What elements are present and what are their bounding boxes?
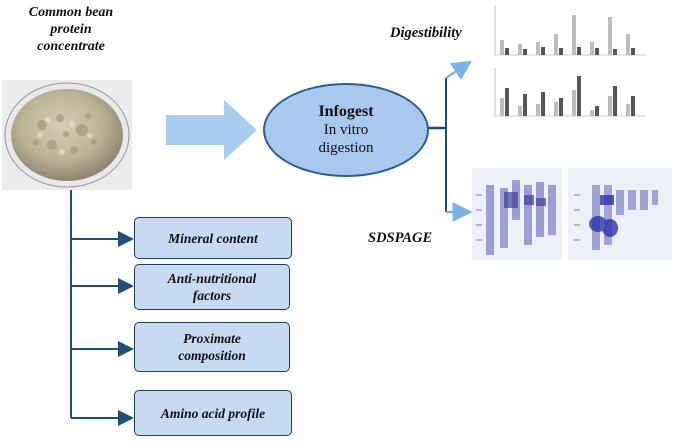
protein-powder-image — [2, 80, 132, 190]
amino-acid-label: Amino acid profile — [160, 405, 266, 421]
digestibility-chart-thumbnail-a — [479, 3, 649, 61]
infogest-title: Infogest — [318, 103, 374, 120]
source-title-line-1: Common bean — [28, 5, 114, 20]
infogest-subtitle-line-1: In vitro — [323, 122, 369, 138]
digestibility-arrow — [445, 60, 473, 81]
anti-nutritional-box: Anti-nutritional factors — [134, 264, 290, 310]
sdspage-gel-thumbnail-2 — [568, 168, 672, 260]
source-title: Common bean protein concentrate — [6, 4, 136, 55]
sdspage-gel-thumbnail-1 — [472, 168, 562, 260]
proximate-composition-label: Proximate composition — [178, 331, 246, 363]
proximate-composition-box: Proximate composition — [134, 322, 290, 372]
amino-acid-box: Amino acid profile — [134, 390, 292, 436]
sdspage-label: SDSPAGE — [368, 230, 433, 246]
mineral-content-label: Mineral content — [168, 230, 258, 246]
digestibility-chart-thumbnail-b — [479, 64, 649, 124]
infogest-ellipse: Infogest In vitro digestion — [263, 83, 429, 177]
digestibility-label: Digestibility — [390, 25, 462, 41]
source-title-line-2: protein — [50, 22, 92, 37]
anti-nutritional-label: Anti-nutritional factors — [167, 271, 257, 303]
big-arrow-icon — [166, 100, 257, 160]
mineral-content-box: Mineral content — [134, 217, 292, 259]
infogest-subtitle-line-2: digestion — [318, 140, 374, 156]
source-title-line-3: concentrate — [37, 39, 105, 54]
